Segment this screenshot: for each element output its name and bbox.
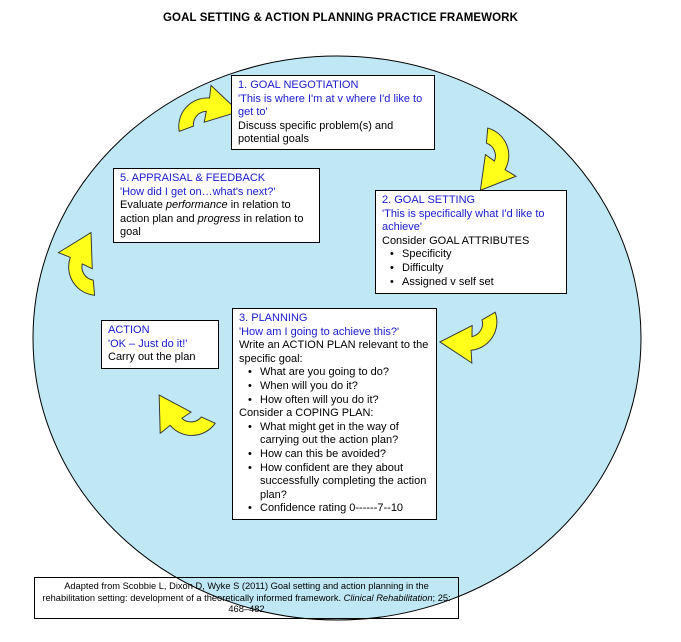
list-item: How often will you do it? bbox=[248, 394, 430, 408]
goal-setting-heading: 2. GOAL SETTING bbox=[382, 194, 476, 206]
appraisal-feedback-box: 5. APPRAISAL & FEEDBACK 'How did I get o… bbox=[113, 168, 320, 243]
citation-text: Adapted from Scobbie L, Dixon D, Wyke S … bbox=[42, 581, 429, 603]
goal-setting-box: 2. GOAL SETTING 'This is specifically wh… bbox=[375, 190, 567, 294]
goal-setting-text: Consider GOAL ATTRIBUTES bbox=[382, 234, 530, 247]
list-item: What might get in the way of carrying ou… bbox=[248, 421, 430, 448]
list-item: What are you going to do? bbox=[248, 366, 430, 380]
action-heading: ACTION bbox=[108, 324, 150, 336]
goal-attributes-list: Specificity Difficulty Assigned v self s… bbox=[382, 248, 560, 289]
goal-negotiation-question: 'This is where I'm at v where I'd like t… bbox=[238, 92, 423, 119]
action-box: ACTION 'OK – Just do it!' Carry out the … bbox=[101, 320, 219, 369]
goal-setting-question: 'This is specifically what I'd like to a… bbox=[382, 207, 545, 234]
goal-negotiation-text: Discuss specific problem(s) and potentia… bbox=[238, 119, 394, 146]
appraisal-text: Evaluate performance in relation to acti… bbox=[120, 199, 304, 239]
planning-text: Write an ACTION PLAN relevant to the spe… bbox=[239, 339, 429, 365]
planning-heading: 3. PLANNING bbox=[239, 312, 308, 324]
list-item: How can this be avoided? bbox=[248, 448, 430, 462]
citation-volume: ; 25: 468–482 bbox=[228, 592, 451, 615]
appraisal-heading: 5. APPRAISAL & FEEDBACK bbox=[120, 172, 266, 184]
citation-journal: Clinical Rehabilitation bbox=[343, 592, 433, 603]
list-item: How confident are they about successfull… bbox=[248, 462, 430, 503]
planning-box: 3. PLANNING 'How am I going to achieve t… bbox=[232, 308, 437, 520]
list-item: Confidence rating 0------7--10 bbox=[248, 502, 430, 516]
appraisal-question: 'How did I get on…what's next?' bbox=[120, 185, 276, 198]
goal-negotiation-heading: 1. GOAL NEGOTIATION bbox=[238, 79, 359, 91]
diagram-title: GOAL SETTING & ACTION PLANNING PRACTICE … bbox=[162, 12, 518, 24]
coping-plan-text: Consider a COPING PLAN: bbox=[239, 407, 374, 420]
planning-question: 'How am I going to achieve this?' bbox=[239, 325, 400, 338]
goal-negotiation-box: 1. GOAL NEGOTIATION 'This is where I'm a… bbox=[231, 75, 435, 150]
action-plan-list: What are you going to do? When will you … bbox=[239, 366, 430, 407]
list-item: When will you do it? bbox=[248, 380, 430, 394]
citation-box: Adapted from Scobbie L, Dixon D, Wyke S … bbox=[34, 577, 459, 619]
action-question: 'OK – Just do it!' bbox=[108, 337, 188, 350]
coping-plan-list: What might get in the way of carrying ou… bbox=[239, 421, 430, 516]
list-item: Specificity bbox=[390, 248, 560, 262]
list-item: Difficulty bbox=[390, 262, 560, 276]
list-item: Assigned v self set bbox=[390, 276, 560, 290]
action-text: Carry out the plan bbox=[108, 351, 196, 364]
